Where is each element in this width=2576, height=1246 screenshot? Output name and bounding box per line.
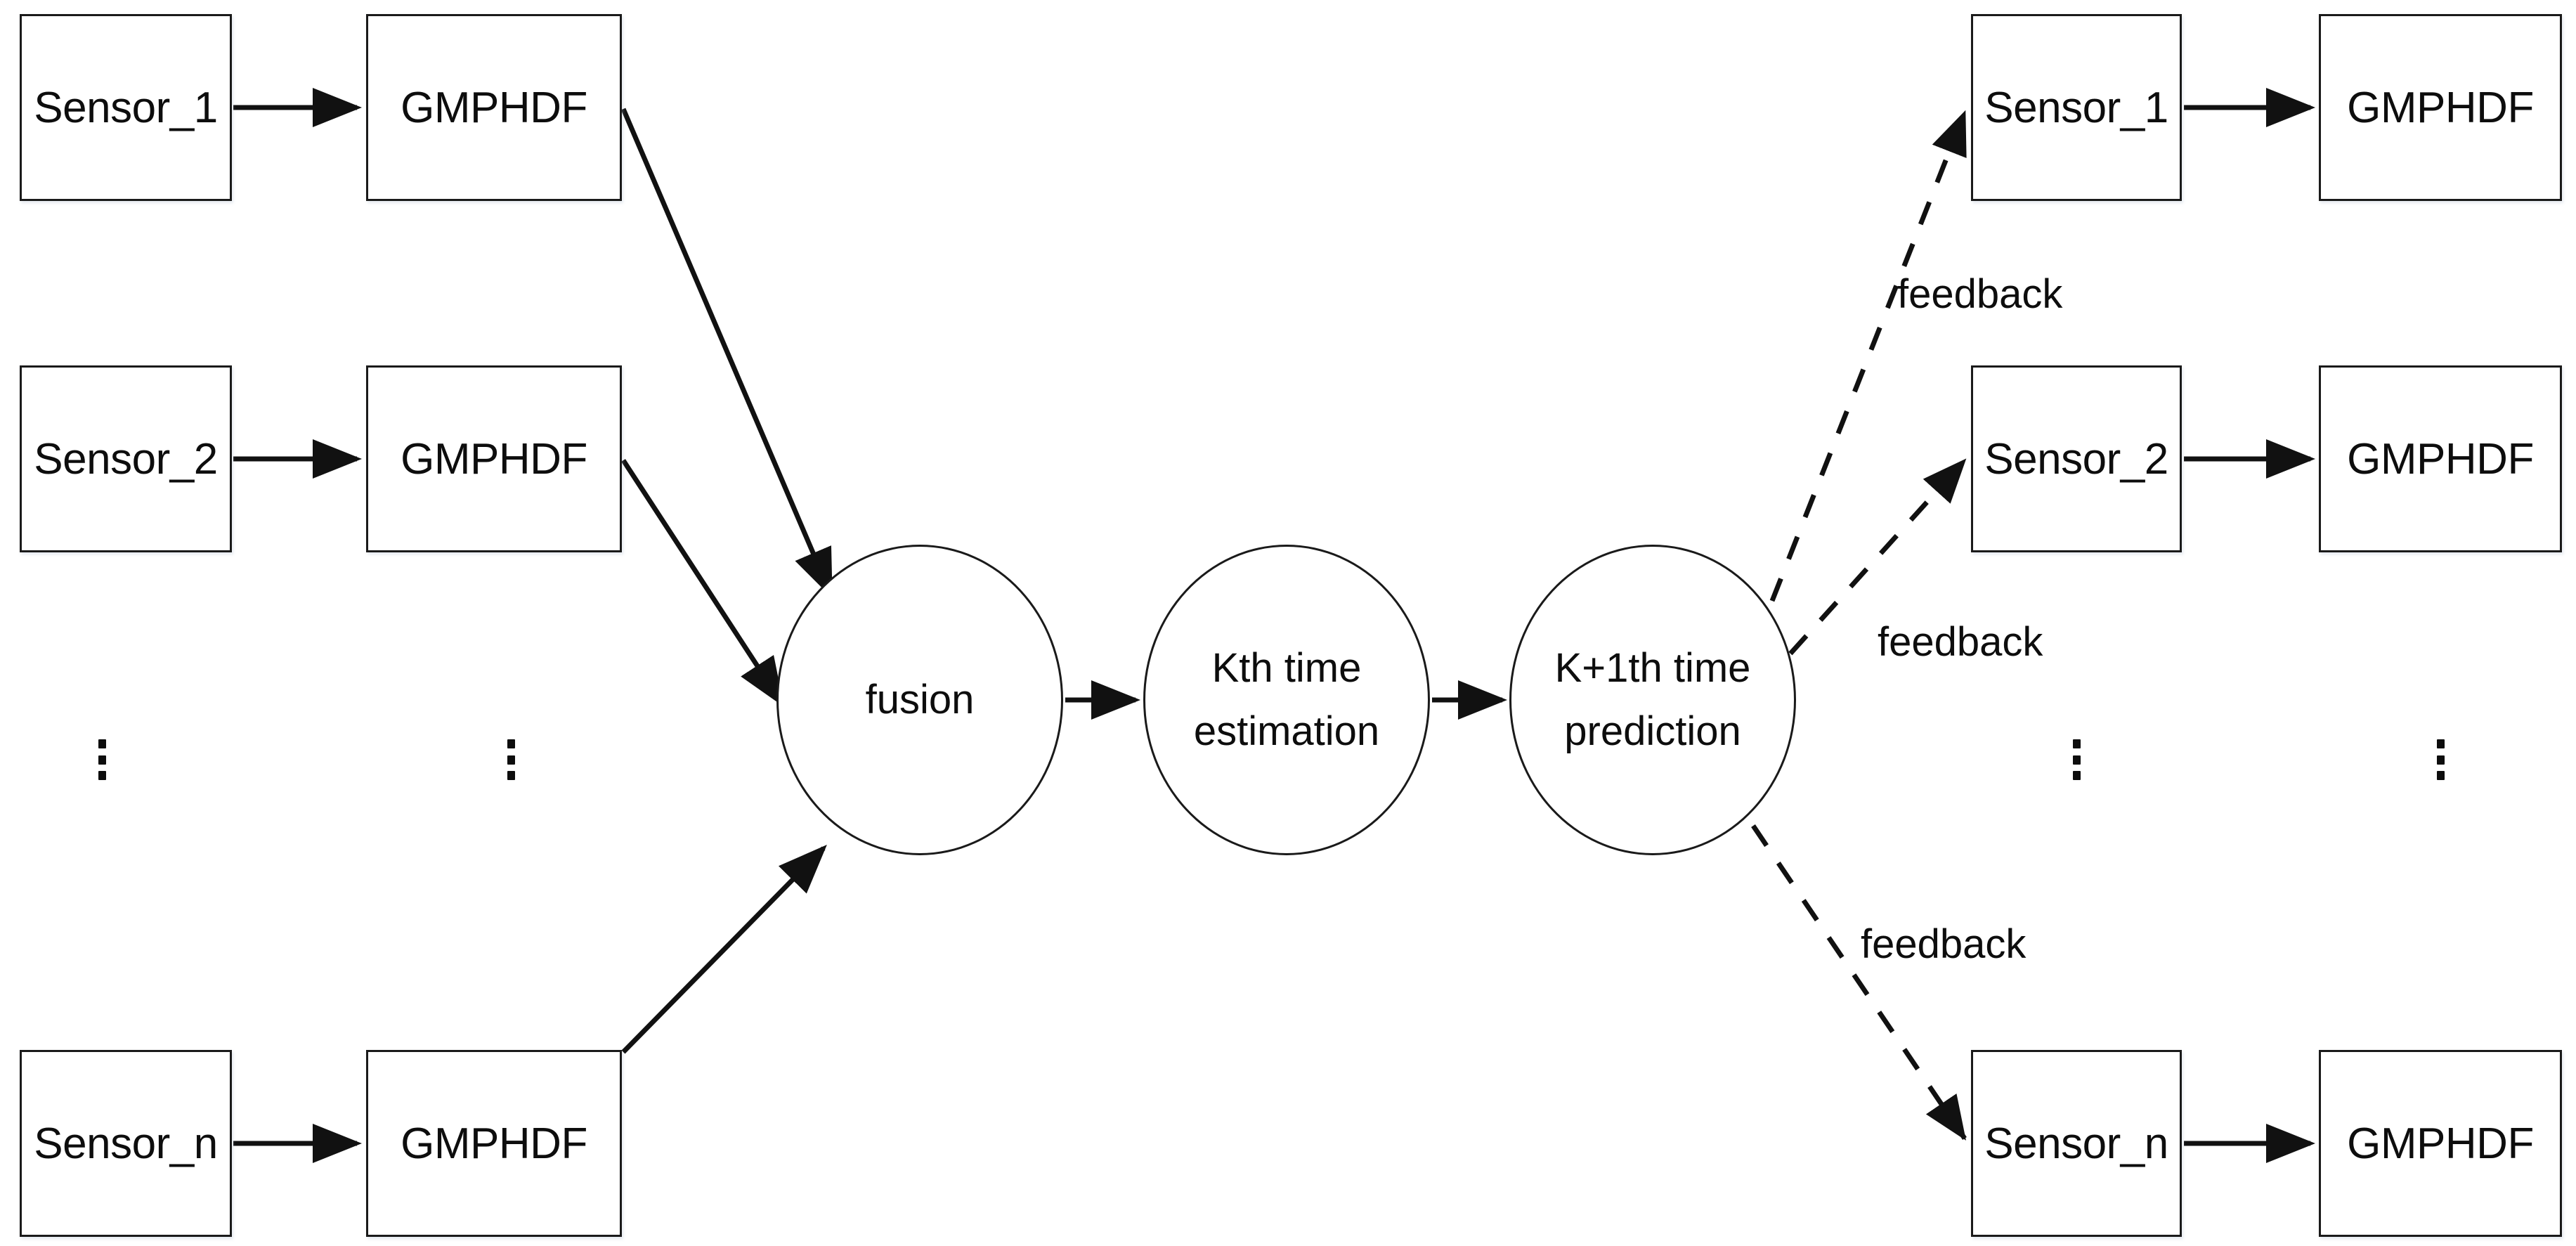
process-label-prediction-line-2: prediction [1564, 708, 1741, 754]
dot-2 [2073, 755, 2081, 765]
ellipsis-output-sensor-column [2073, 739, 2081, 780]
process-ellipse-estimation[interactable]: Kth time estimation [1143, 545, 1430, 855]
dot-1 [507, 739, 515, 748]
ellipsis-output-filter-column [2437, 739, 2445, 780]
input-sensor-label-n: Sensor_n [34, 1119, 218, 1168]
output-filter-box-2[interactable]: GMPHDF [2319, 365, 2562, 552]
edge-feedback-to-sensor1 [1769, 110, 1967, 602]
output-filter-label-1: GMPHDF [2347, 83, 2534, 132]
input-sensor-label-2: Sensor_2 [34, 434, 218, 484]
output-sensor-box-1[interactable]: Sensor_1 [1971, 14, 2182, 201]
dot-2 [98, 755, 106, 765]
process-label-fusion-line-1: fusion [865, 677, 975, 723]
process-label-estimation-wrap: Kth time estimation [1194, 637, 1379, 763]
output-filter-label-2: GMPHDF [2347, 434, 2534, 484]
input-filter-label-n: GMPHDF [401, 1119, 587, 1168]
feedback-label-2: feedback [1878, 619, 2043, 665]
input-filter-label-1: GMPHDF [401, 83, 587, 132]
output-filter-label-n: GMPHDF [2347, 1119, 2534, 1168]
dot-3 [98, 771, 106, 780]
input-filter-box-2[interactable]: GMPHDF [366, 365, 622, 552]
process-ellipse-prediction[interactable]: K+1th time prediction [1509, 545, 1796, 855]
edge-feedback-to-sensorn [1751, 824, 1967, 1141]
input-filter-label-2: GMPHDF [401, 434, 587, 484]
ellipsis-input-filter-column [507, 739, 515, 780]
output-sensor-label-2: Sensor_2 [1984, 434, 2168, 484]
process-label-estimation-line-1: Kth time [1211, 645, 1362, 692]
dot-2 [507, 755, 515, 765]
edge-gmphdf1-to-fusion [620, 108, 833, 599]
process-label-estimation-line-2: estimation [1193, 708, 1380, 754]
dot-3 [2073, 771, 2081, 780]
process-label-fusion-wrap: fusion [866, 668, 975, 732]
dot-1 [98, 739, 106, 748]
dot-3 [2437, 771, 2445, 780]
input-sensor-box-n[interactable]: Sensor_n [20, 1050, 232, 1237]
output-sensor-box-n[interactable]: Sensor_n [1971, 1050, 2182, 1237]
process-label-prediction-wrap: K+1th time prediction [1555, 637, 1751, 763]
process-ellipse-fusion[interactable]: fusion [776, 545, 1063, 855]
feedback-label-1: feedback [1897, 271, 2063, 317]
feedback-label-3: feedback [1861, 921, 2027, 967]
input-sensor-label-1: Sensor_1 [34, 83, 218, 132]
edge-gmphdf2-to-fusion [621, 459, 784, 707]
output-sensor-label-n: Sensor_n [1984, 1119, 2168, 1168]
dot-1 [2437, 739, 2445, 748]
process-label-prediction-line-1: K+1th time [1554, 645, 1751, 692]
output-filter-box-1[interactable]: GMPHDF [2319, 14, 2562, 201]
ellipsis-input-sensor-column [98, 739, 106, 780]
input-sensor-box-2[interactable]: Sensor_2 [20, 365, 232, 552]
output-sensor-box-2[interactable]: Sensor_2 [1971, 365, 2182, 552]
dot-3 [507, 771, 515, 780]
edge-gmphdfn-to-fusion [621, 845, 827, 1054]
dot-2 [2437, 755, 2445, 765]
input-filter-box-n[interactable]: GMPHDF [366, 1050, 622, 1237]
output-sensor-label-1: Sensor_1 [1984, 83, 2168, 132]
input-sensor-box-1[interactable]: Sensor_1 [20, 14, 232, 201]
output-filter-box-n[interactable]: GMPHDF [2319, 1050, 2562, 1237]
input-filter-box-1[interactable]: GMPHDF [366, 14, 622, 201]
dot-1 [2073, 739, 2081, 748]
